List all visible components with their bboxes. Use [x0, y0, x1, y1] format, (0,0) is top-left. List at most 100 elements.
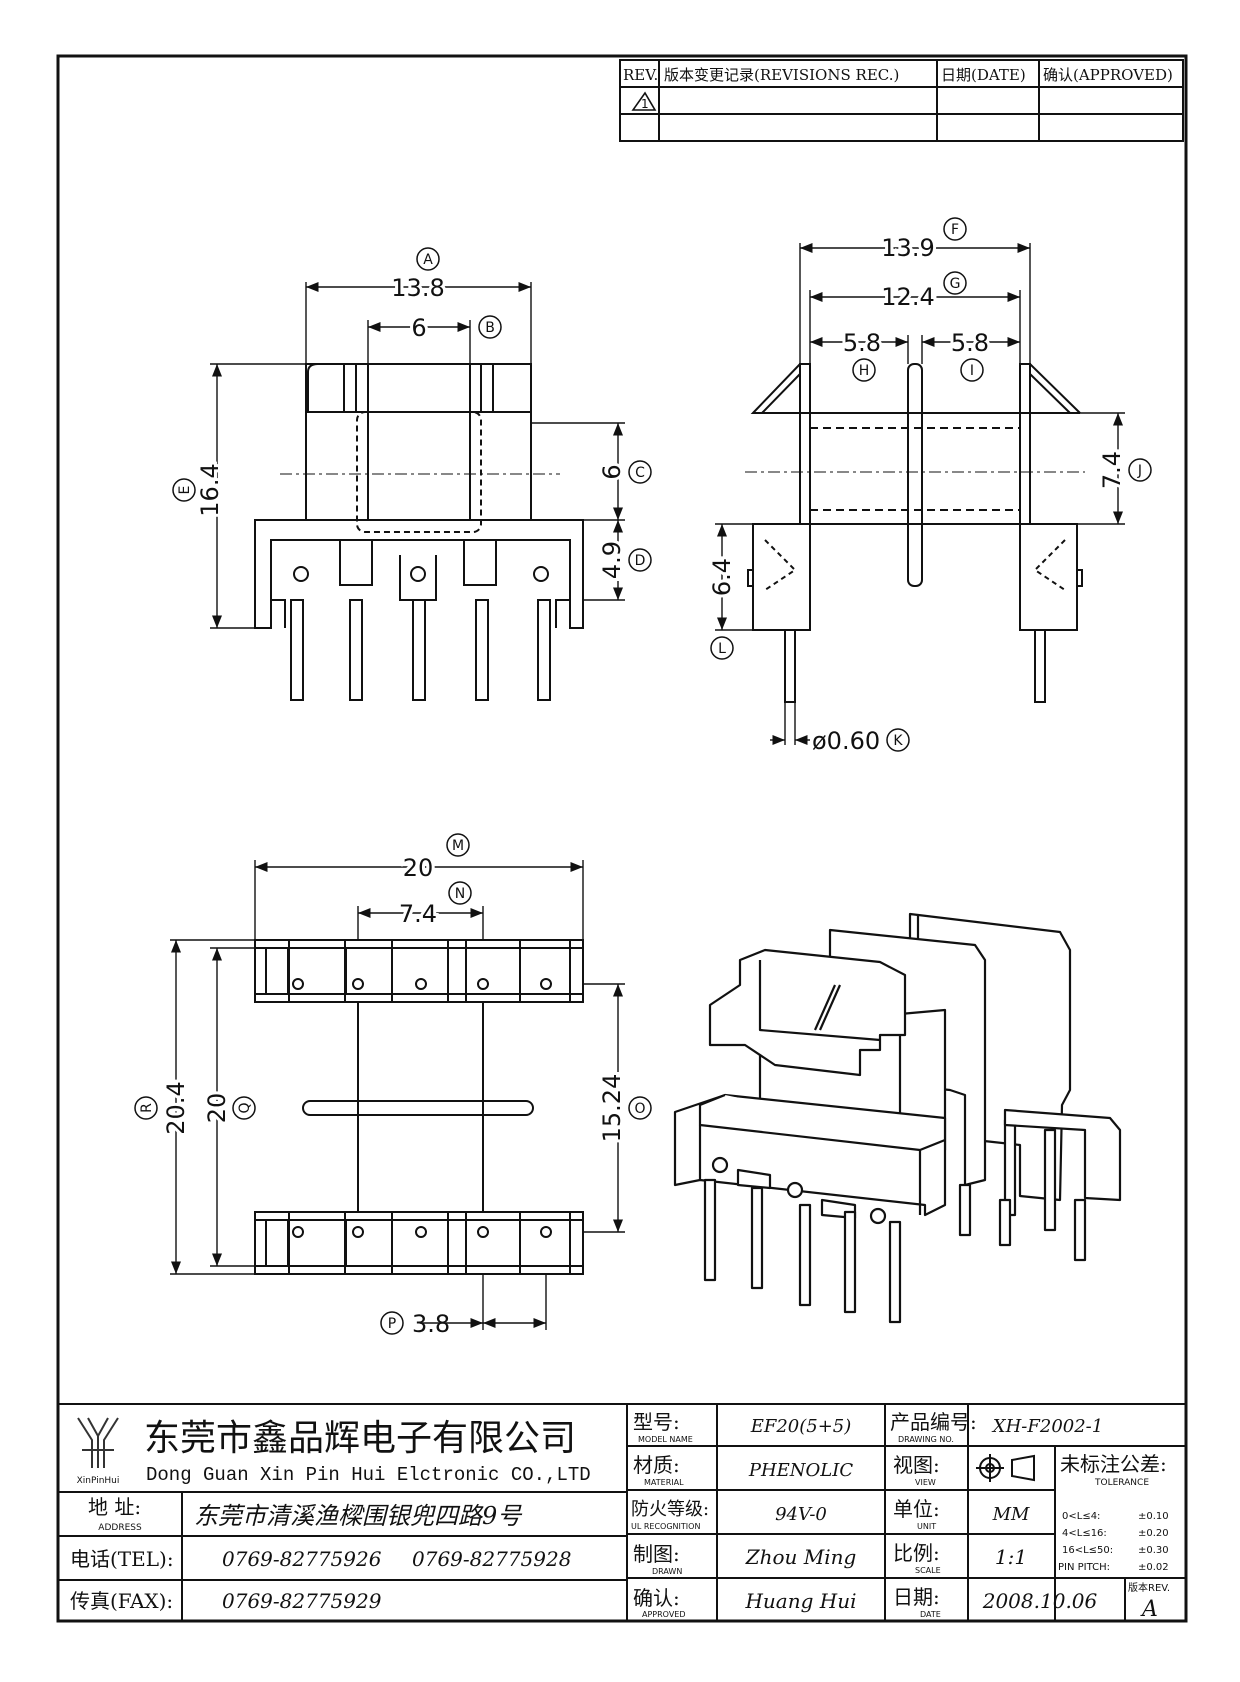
- scale-value: 1:1: [995, 1545, 1027, 1569]
- svg-text:N: N: [455, 886, 465, 902]
- bottom-view: [254, 939, 584, 1275]
- dim-l-value: 6.4: [708, 558, 736, 596]
- model-field: 型号: MODEL NAME EF20(5+5): [633, 1410, 851, 1444]
- tolerance-label: 未标注公差:: [1060, 1452, 1167, 1476]
- svg-text:防火等级:: 防火等级:: [631, 1499, 709, 1520]
- dim-r: R 20.4: [134, 1078, 193, 1138]
- svg-text:C: C: [635, 465, 645, 481]
- svg-text:日期:: 日期:: [893, 1585, 940, 1609]
- tol-range-4: PIN PITCH:: [1058, 1562, 1110, 1573]
- rev-label: 版本REV.: [1128, 1581, 1170, 1594]
- tol-range-3: 16<L≤50:: [1062, 1545, 1113, 1556]
- dim-d: 4.9 D: [595, 538, 652, 582]
- rev-header: REV.: [623, 66, 658, 84]
- svg-text:D: D: [635, 553, 646, 569]
- svg-text:材质:: 材质:: [633, 1453, 680, 1477]
- dim-h: 5.8 H: [840, 326, 884, 382]
- side-view: [745, 363, 1085, 703]
- dim-c: 6 C: [595, 460, 652, 484]
- svg-text:确认:: 确认:: [633, 1586, 680, 1610]
- dim-m: 20 M: [400, 833, 470, 885]
- svg-text:SCALE: SCALE: [915, 1566, 941, 1575]
- company-name-cn: 东莞市鑫品辉电子有限公司: [144, 1418, 576, 1459]
- dim-p-value: 3.8: [412, 1310, 450, 1338]
- svg-text:I: I: [970, 363, 974, 379]
- dim-c-value: 6: [598, 464, 626, 479]
- fax-label: 传真(FAX):: [70, 1589, 173, 1613]
- scale-field: 比例: SCALE 1:1: [893, 1541, 1027, 1575]
- dim-q-value: 20: [203, 1093, 231, 1124]
- svg-text:A: A: [423, 252, 433, 268]
- tel-value-1: 0769-82775926: [222, 1547, 382, 1571]
- dim-j-value: 7.4: [1098, 451, 1126, 489]
- drawing-no-field: 产品编号: DRAWING NO. XH-F2002-1: [890, 1410, 1103, 1444]
- approved-value: Huang Hui: [744, 1589, 856, 1613]
- tol-value-3: ±0.30: [1138, 1545, 1169, 1556]
- svg-text:R: R: [139, 1103, 155, 1113]
- svg-text:VIEW: VIEW: [915, 1478, 936, 1487]
- ul-field: 防火等级: UL RECOGNITION 94V-0: [631, 1499, 827, 1531]
- svg-text:G: G: [950, 276, 961, 292]
- date-value: 2008.10.06: [982, 1589, 1098, 1613]
- material-value: PHENOLIC: [748, 1460, 854, 1481]
- svg-text:MODEL NAME: MODEL NAME: [638, 1435, 693, 1444]
- svg-text:O: O: [634, 1101, 645, 1117]
- revision-row-number: 1: [641, 97, 649, 111]
- dim-k-value: ø0.60: [812, 727, 880, 755]
- tol-value-2: ±0.20: [1138, 1528, 1169, 1539]
- approved-header: 确认(APPROVED): [1043, 66, 1173, 84]
- sheet-border: [56, 54, 1188, 1623]
- tol-value-4: ±0.02: [1138, 1562, 1169, 1573]
- unit-value: MM: [992, 1504, 1030, 1525]
- dim-a-value: 13.8: [391, 274, 444, 302]
- dim-d-value: 4.9: [598, 541, 626, 579]
- dim-f-value: 13.9: [881, 234, 934, 262]
- address-label: 地 址:: [88, 1495, 141, 1519]
- revision-triangle-icon: 1: [631, 91, 657, 111]
- svg-text:DATE: DATE: [920, 1610, 941, 1619]
- dim-f: 13.9 F: [878, 217, 967, 265]
- dim-n: 7.4 N: [396, 881, 472, 931]
- svg-text:J: J: [1137, 463, 1142, 479]
- svg-text:DRAWN: DRAWN: [652, 1567, 682, 1576]
- dim-i-value: 5.8: [951, 329, 989, 357]
- dim-q: 20 Q: [200, 1090, 256, 1126]
- date-field: 日期: DATE 2008.10.06: [893, 1585, 1098, 1619]
- svg-text:K: K: [893, 733, 903, 749]
- svg-text:F: F: [951, 222, 959, 238]
- dim-e: E 16.4: [172, 460, 227, 520]
- dim-i: 5.8 I: [948, 326, 992, 382]
- address-label-en: ADDRESS: [98, 1523, 142, 1533]
- dim-g-value: 12.4: [881, 283, 934, 311]
- dim-b: 6 B: [408, 311, 502, 345]
- svg-text:APPROVED: APPROVED: [642, 1610, 686, 1619]
- dim-o: 15.24 O: [595, 1071, 652, 1145]
- title-block: [57, 1403, 1187, 1622]
- tel-label: 电话(TEL):: [70, 1547, 174, 1571]
- dim-g: 12.4 G: [878, 271, 967, 314]
- svg-text:单位:: 单位:: [893, 1497, 940, 1521]
- tel-value-2: 0769-82775928: [412, 1547, 571, 1571]
- revisions-header: 版本变更记录(REVISIONS REC.): [664, 66, 899, 84]
- unit-field: 单位: UNIT MM: [893, 1497, 1030, 1531]
- approved-field: 确认: APPROVED Huang Hui: [633, 1586, 857, 1619]
- tol-range-2: 4<L≤16:: [1062, 1528, 1107, 1539]
- dim-a: A 13.8: [388, 247, 448, 305]
- dim-k: ø0.60 K: [812, 727, 910, 755]
- revision-table: [619, 59, 1184, 142]
- projection-symbol-icon: [976, 1454, 1035, 1482]
- dim-j: 7.4 J: [1095, 448, 1152, 492]
- model-value: EF20(5+5): [750, 1416, 852, 1437]
- rev-value: A: [1140, 1597, 1158, 1622]
- svg-text:制图:: 制图:: [633, 1542, 680, 1566]
- top-view: [254, 363, 584, 701]
- logo-text: XinPinHui: [77, 1476, 120, 1486]
- drawn-field: 制图: DRAWN Zhou Ming: [633, 1542, 856, 1576]
- ul-value: 94V-0: [775, 1504, 827, 1525]
- isometric-view: [673, 912, 1122, 1324]
- date-header: 日期(DATE): [941, 66, 1026, 84]
- svg-text:P: P: [388, 1316, 396, 1332]
- company-name-en: Dong Guan Xin Pin Hui Elctronic CO.,LTD: [146, 1464, 591, 1486]
- dim-m-value: 20: [403, 854, 434, 882]
